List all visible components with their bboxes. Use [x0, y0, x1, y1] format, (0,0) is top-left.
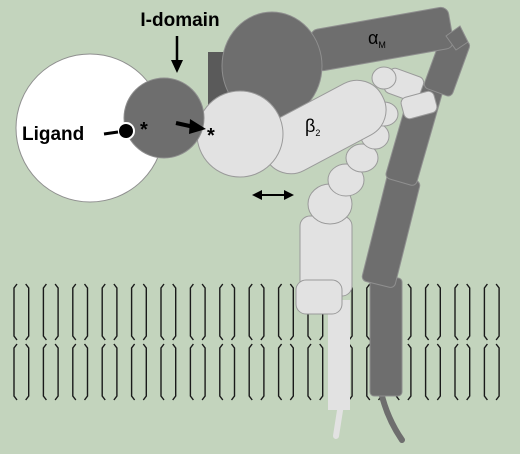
lipid-molecule [230, 343, 236, 401]
lipid-molecule [454, 343, 459, 401]
beta-egf-2 [327, 163, 365, 197]
beta-egf-upper [400, 90, 438, 120]
lipid-molecule [72, 343, 77, 401]
lipid-molecule [42, 343, 47, 401]
lipid-molecule [436, 343, 441, 401]
lipid-molecule [172, 283, 177, 341]
lipid-molecule [160, 283, 165, 341]
lipid-molecule [83, 283, 89, 341]
ligand-label: Ligand [22, 124, 84, 145]
lipid-molecule [466, 343, 471, 401]
ligand-pointer-line [103, 130, 119, 136]
lipid-molecule [113, 343, 118, 401]
lipid-molecule [130, 283, 136, 341]
beta-leg-foot [295, 279, 343, 315]
i-domain-arrow [171, 36, 183, 73]
lipid-molecule [142, 283, 147, 341]
lipid-molecule [201, 343, 206, 401]
alpha-subscript: M [378, 40, 386, 50]
alpha-calf-2-domain [361, 174, 421, 288]
lipid-molecule [260, 283, 265, 341]
beta-subscript: 2 [315, 128, 320, 138]
lipid-molecule [189, 283, 194, 341]
lipid-molecule [13, 283, 18, 341]
lipid-molecule [130, 343, 136, 401]
lipid-molecule [436, 283, 441, 341]
lipid-molecule [160, 343, 165, 401]
lipid-molecule [260, 343, 265, 401]
star-marker-beta: * [207, 125, 215, 147]
lipid-molecule [142, 343, 147, 401]
lipid-molecule [219, 343, 224, 401]
lipid-molecule [113, 283, 118, 341]
lipid-molecule [172, 343, 177, 401]
double-headed-arrow [252, 190, 294, 200]
pull-arrow [175, 119, 206, 134]
lipid-molecule [289, 283, 294, 341]
lipid-molecule [289, 343, 294, 401]
lipid-molecule [466, 283, 471, 341]
alpha-transmembrane-segment [369, 277, 403, 397]
lipid-molecule [495, 343, 500, 401]
beta-tail [333, 401, 344, 439]
lipid-molecule [277, 283, 283, 341]
beta-knob [371, 66, 397, 90]
cell-membrane [13, 283, 500, 401]
lipid-molecule [495, 283, 500, 341]
lipid-molecule [13, 343, 18, 401]
lipid-molecule [366, 343, 371, 401]
lipid-molecule [248, 283, 253, 341]
lipid-molecule [307, 343, 312, 401]
lipid-molecule [407, 283, 412, 341]
alpha-m-subunit [208, 6, 471, 443]
lipid-molecule [201, 283, 206, 341]
alpha-symbol: α [368, 28, 378, 48]
lipid-molecule [348, 343, 353, 401]
lipid-molecule [54, 283, 59, 341]
beta-symbol: β [305, 116, 315, 136]
lipid-molecule [189, 343, 194, 401]
lipid-molecule [277, 343, 283, 401]
lipid-molecule [424, 343, 430, 401]
lipid-molecule [483, 343, 488, 401]
lipid-molecule [83, 343, 89, 401]
lipid-molecule [248, 343, 253, 401]
beta-2-label: β2 [305, 116, 320, 138]
lipid-molecule [72, 283, 77, 341]
lipid-molecule [366, 283, 371, 341]
i-domain-label: I-domain [140, 10, 219, 31]
lipid-molecule [101, 343, 106, 401]
lipid-molecule [219, 283, 224, 341]
beta-egf-3 [345, 143, 379, 173]
lipid-molecule [454, 283, 459, 341]
lipid-molecule [25, 343, 30, 401]
ligand-binding-site [117, 122, 135, 140]
lipid-molecule [25, 283, 30, 341]
lipid-molecule [230, 283, 236, 341]
lipid-molecule [42, 283, 47, 341]
star-marker-i-domain: * [140, 119, 148, 141]
i-domain-circle [123, 77, 205, 159]
lipid-molecule [424, 283, 430, 341]
lipid-molecule [319, 343, 324, 401]
lipid-molecule [54, 343, 59, 401]
alpha-knob [445, 25, 469, 51]
lipid-molecule [407, 343, 412, 401]
beta-2-subunit [196, 66, 438, 439]
lipid-molecule [101, 283, 106, 341]
beta-transmembrane-segment [328, 300, 350, 410]
alpha-m-label: αM [368, 28, 386, 50]
lipid-molecule [483, 283, 488, 341]
